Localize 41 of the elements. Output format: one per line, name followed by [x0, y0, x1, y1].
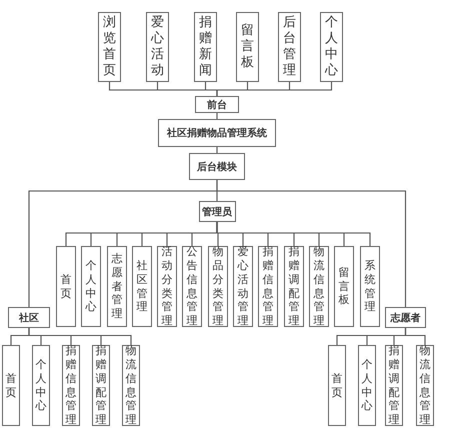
function-box: 捐赠信息管理 [62, 345, 80, 426]
function-box: 物品分类管理 [208, 246, 228, 327]
function-box: 个人中心 [32, 345, 50, 426]
function-box: 留言板 [334, 246, 354, 327]
function-box: 个人中心 [81, 246, 101, 327]
function-box: 捐赠调配管理 [92, 345, 110, 426]
system-box: 社区捐赠物品管理系统 [158, 119, 276, 147]
function-box: 公告信息管理 [182, 246, 202, 327]
function-box: 系统管理 [360, 246, 380, 327]
function-box: 捐赠调配管理 [284, 246, 304, 327]
function-box: 社区管理 [132, 246, 152, 327]
role-box: 志愿者 [385, 307, 426, 328]
backend-box: 后台模块 [189, 153, 245, 180]
function-box: 爱心活动管理 [233, 246, 253, 327]
role-box: 管理员 [198, 201, 236, 222]
module-box: 浏览首页 [98, 12, 121, 82]
connector-line [28, 328, 132, 345]
function-box: 首页 [2, 345, 20, 426]
function-box: 首页 [56, 246, 76, 327]
role-box: 社区 [8, 307, 50, 328]
function-box: 个人中心 [358, 345, 376, 426]
function-box: 捐赠信息管理 [258, 246, 278, 327]
connector-line [216, 113, 218, 119]
connector-line [404, 328, 426, 345]
connector-line [216, 222, 371, 246]
module-box: 捐赠新闻 [194, 12, 217, 82]
module-box: 个人中心 [320, 12, 343, 82]
function-box: 物流信息管理 [309, 246, 329, 327]
function-box: 志愿者管理 [107, 246, 127, 327]
function-box: 物流信息管理 [122, 345, 140, 426]
function-box: 物流信息管理 [416, 345, 434, 426]
frontend-box: 前台 [195, 96, 239, 113]
module-box: 后台管理 [278, 12, 301, 82]
connector-line [216, 147, 218, 153]
module-box: 留言板 [236, 12, 259, 82]
module-box: 爱心活动 [146, 12, 169, 82]
connector-line [216, 82, 332, 96]
function-box: 首页 [328, 345, 346, 426]
connector-line [216, 180, 406, 307]
function-box: 捐赠调配管理 [385, 345, 403, 426]
function-box: 活动分类管理 [157, 246, 177, 327]
